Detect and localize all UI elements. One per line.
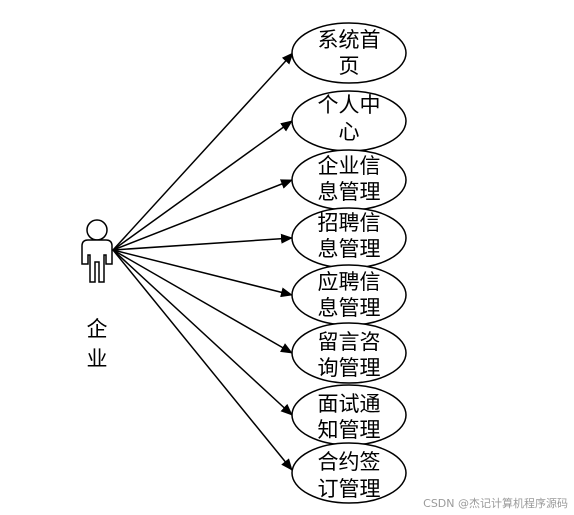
use-case-enterprise-info: 企业信 息管理 <box>291 149 407 211</box>
use-case-label-line1: 系统首 <box>318 28 381 52</box>
use-case-ellipse <box>291 22 407 84</box>
use-case-label-line1: 企业信 <box>318 154 381 178</box>
actor-name-line1: 企 <box>87 317 108 341</box>
use-case-application-info: 应聘信 息管理 <box>291 264 407 326</box>
use-case-ellipse <box>291 442 407 504</box>
association-arrow <box>112 249 293 298</box>
association-arrow <box>112 233 293 251</box>
use-case-label-line2: 知管理 <box>318 418 381 442</box>
use-case-label-line1: 个人中 <box>318 93 381 117</box>
use-case-message-consult: 留言咨 询管理 <box>291 322 407 384</box>
association-arrow <box>112 249 293 416</box>
use-case-label-line2: 息管理 <box>318 237 381 261</box>
actor-figure <box>81 219 113 283</box>
use-case-label-line2: 订管理 <box>318 477 381 501</box>
actor-head <box>86 219 108 241</box>
use-case-label-line1: 面试通 <box>318 392 381 416</box>
association-arrow <box>112 120 293 251</box>
use-case-interview-notice: 面试通 知管理 <box>291 384 407 446</box>
use-case-label-line1: 招聘信 <box>318 211 381 235</box>
use-case-label-line2: 页 <box>339 54 360 78</box>
use-case-label-line2: 息管理 <box>318 296 381 320</box>
use-case-recruitment-info: 招聘信 息管理 <box>291 207 407 269</box>
association-arrow <box>112 52 294 251</box>
use-case-system-home: 系统首 页 <box>291 22 407 84</box>
use-case-label-line1: 应聘信 <box>318 270 381 294</box>
watermark-text: CSDN @杰记计算机程序源码 <box>423 496 568 510</box>
use-case-label-line2: 询管理 <box>318 356 381 380</box>
use-case-label-line2: 息管理 <box>318 180 381 204</box>
association-arrow <box>112 249 293 471</box>
association-arrow <box>112 179 293 251</box>
use-case-contract-signing: 合约签 订管理 <box>291 442 407 504</box>
use-case-label-line1: 合约签 <box>318 450 381 474</box>
use-case-label-line2: 心 <box>339 120 360 144</box>
association-arrow <box>112 249 293 354</box>
use-case-ellipse <box>291 322 407 384</box>
use-case-personal-center: 个人中 心 <box>291 90 407 152</box>
use-case-label-line1: 留言咨 <box>318 330 381 354</box>
actor-body <box>81 239 113 283</box>
associations <box>112 52 294 471</box>
actor-name-line2: 业 <box>87 347 108 371</box>
